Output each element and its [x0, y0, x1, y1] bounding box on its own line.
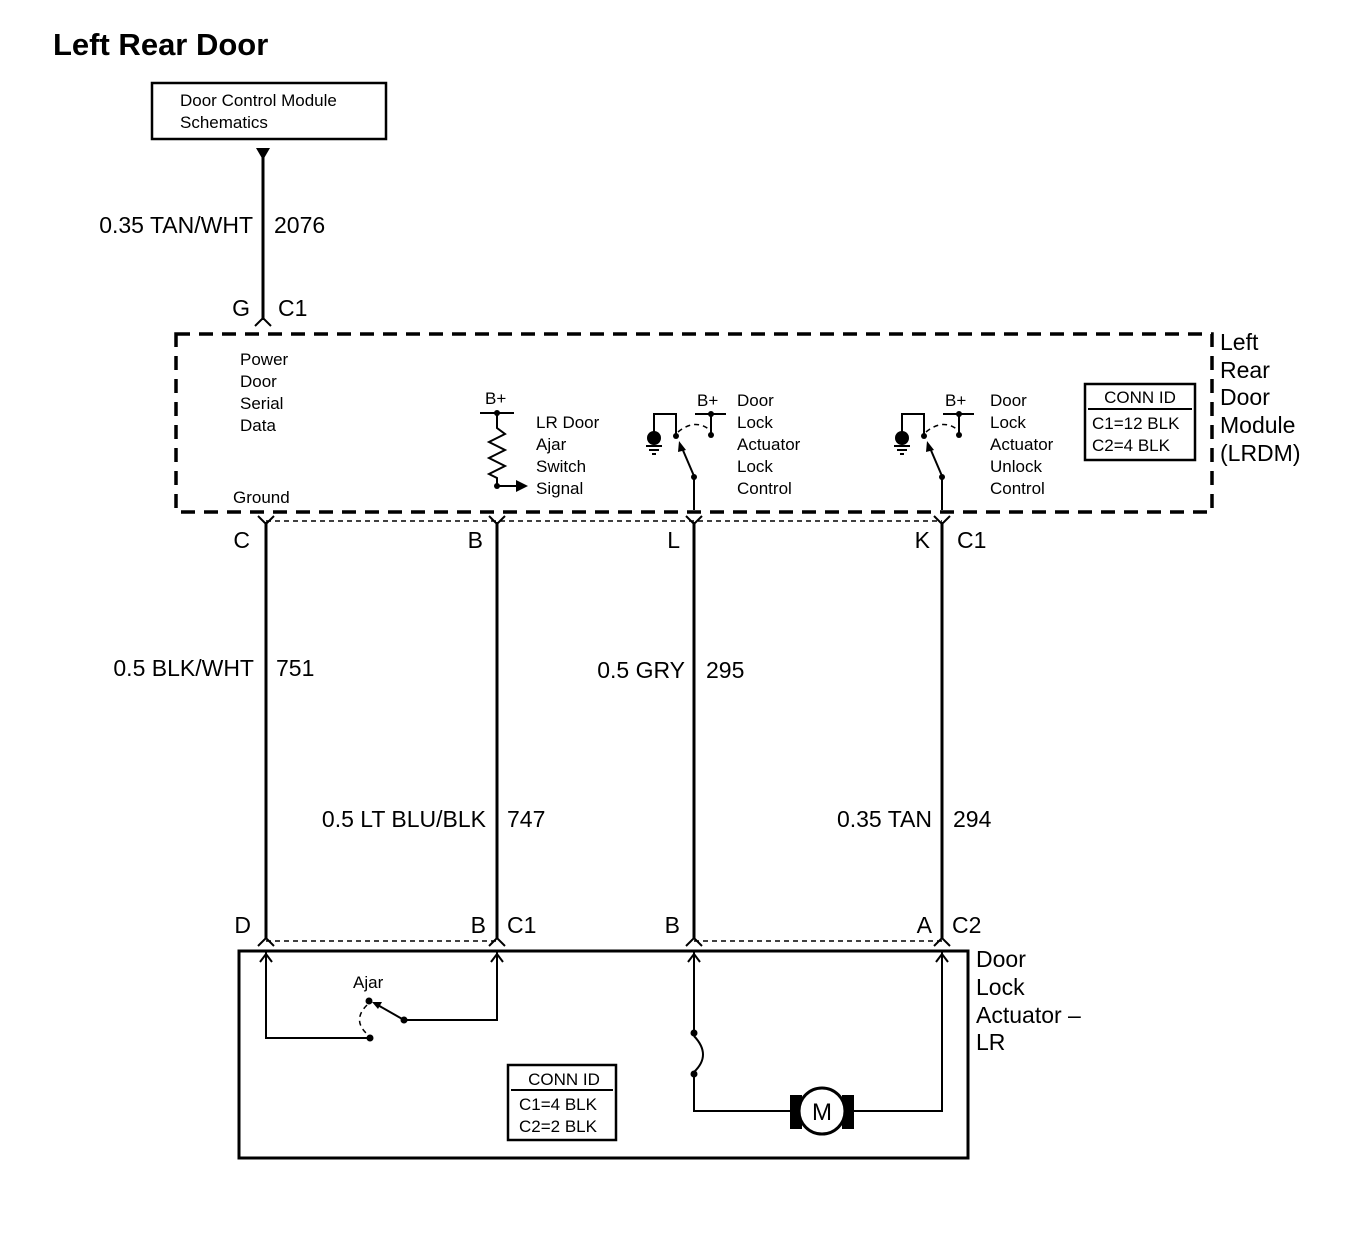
pin-b: B — [468, 527, 483, 553]
svg-text:CONN ID: CONN ID — [528, 1070, 600, 1089]
svg-text:Left: Left — [1220, 329, 1259, 355]
lock-control-label: Door Lock Actuator Lock Control — [737, 391, 801, 498]
pin-a: A — [917, 912, 933, 938]
ajar-label: Ajar — [353, 973, 384, 992]
wire-751-circuit: 751 — [276, 655, 314, 681]
pin-k: K — [915, 527, 931, 553]
svg-text:Lock: Lock — [976, 974, 1025, 1000]
svg-text:Actuator –: Actuator – — [976, 1002, 1081, 1028]
svg-text:Signal: Signal — [536, 479, 583, 498]
wire-294-circuit: 294 — [953, 806, 992, 832]
svg-text:LR Door: LR Door — [536, 413, 600, 432]
svg-text:Serial: Serial — [240, 394, 283, 413]
connector-d-icon — [257, 936, 275, 947]
wire-295-circuit: 295 — [706, 657, 744, 683]
wire-295-color: 0.5 GRY — [597, 657, 685, 683]
wire-2076-color: 0.35 TAN/WHT — [99, 212, 253, 238]
svg-text:Lock: Lock — [737, 413, 773, 432]
actuator-conn-id-table: CONN ID C1=4 BLK C2=2 BLK — [506, 1063, 618, 1142]
svg-text:Lock: Lock — [990, 413, 1026, 432]
svg-text:Door: Door — [990, 391, 1027, 410]
svg-text:Lock: Lock — [737, 457, 773, 476]
svg-text:Actuator: Actuator — [990, 435, 1054, 454]
pin-l: L — [667, 527, 680, 553]
connector-b2-icon — [685, 936, 703, 947]
svg-text:Rear: Rear — [1220, 357, 1270, 383]
actuator-name: Door Lock Actuator – LR — [976, 946, 1081, 1055]
svg-text:Module: Module — [1220, 412, 1295, 438]
svg-text:CONN ID: CONN ID — [1104, 388, 1176, 407]
motor-icon — [797, 1086, 847, 1136]
pin-act-c2: C2 — [952, 912, 981, 938]
lrdm-box — [174, 332, 1214, 514]
svg-text:Door: Door — [976, 946, 1026, 972]
bplus-lock: B+ — [697, 391, 718, 410]
svg-text:C1=12 BLK: C1=12 BLK — [1092, 414, 1180, 433]
pullup-resistor-icon — [486, 413, 508, 486]
pin-c: C — [233, 527, 250, 553]
svg-text:Door: Door — [240, 372, 277, 391]
ground-label: Ground — [233, 488, 290, 507]
svg-text:C2=4 BLK: C2=4 BLK — [1092, 436, 1171, 455]
bplus-unlock: B+ — [945, 391, 966, 410]
serial-data-label: Power Door Serial Data — [240, 350, 289, 435]
svg-text:Door: Door — [1220, 384, 1270, 410]
wire-2076-circuit: 2076 — [274, 212, 325, 238]
pin-top-c1: C1 — [278, 295, 307, 321]
pin-g: G — [232, 295, 250, 321]
wire-751-color: 0.5 BLK/WHT — [113, 655, 254, 681]
diagram-title: Left Rear Door — [53, 27, 268, 62]
lock-relay-switch-icon — [681, 447, 695, 477]
lrdm-name: Left Rear Door Module (LRDM) — [1220, 329, 1301, 466]
actuator-box — [237, 949, 970, 1160]
svg-text:Control: Control — [990, 479, 1045, 498]
bplus-ajar: B+ — [485, 389, 506, 408]
svg-text:Door: Door — [737, 391, 774, 410]
svg-text:Actuator: Actuator — [737, 435, 801, 454]
svg-text:Switch: Switch — [536, 457, 586, 476]
unlock-relay-switch-icon — [929, 447, 943, 477]
dcm-label-line1: Door Control Module — [180, 91, 337, 110]
svg-text:C1=4 BLK: C1=4 BLK — [519, 1095, 598, 1114]
svg-text:(LRDM): (LRDM) — [1220, 440, 1301, 466]
connector-a-icon — [933, 936, 951, 947]
dcm-label-line2: Schematics — [180, 113, 268, 132]
svg-text:Data: Data — [240, 416, 276, 435]
pin-mod-c1: C1 — [957, 527, 986, 553]
pin-act-b2: B — [665, 912, 680, 938]
svg-text:C2=2 BLK: C2=2 BLK — [519, 1117, 598, 1136]
pin-d: D — [234, 912, 251, 938]
connector-g-icon — [254, 316, 272, 327]
unlock-ground-icon — [895, 431, 909, 445]
wire-747-circuit: 747 — [507, 806, 545, 832]
connector-b1-icon — [488, 936, 506, 947]
wire-747-color: 0.5 LT BLU/BLK — [322, 806, 487, 832]
ajar-switch-icon — [375, 1003, 405, 1021]
svg-text:Control: Control — [737, 479, 792, 498]
motor-label: M — [812, 1099, 832, 1126]
lock-ground-icon — [647, 431, 661, 445]
ajar-switch-label: LR Door Ajar Switch Signal — [536, 413, 600, 498]
svg-text:Ajar: Ajar — [536, 435, 567, 454]
unlock-control-label: Door Lock Actuator Unlock Control — [990, 391, 1054, 498]
svg-text:LR: LR — [976, 1029, 1005, 1055]
pin-act-b1: B — [471, 912, 486, 938]
wire-294-color: 0.35 TAN — [837, 806, 932, 832]
svg-text:Power: Power — [240, 350, 289, 369]
signal-arrow-icon — [516, 480, 528, 492]
dcm-schematics-box — [150, 81, 388, 141]
lrdm-conn-id-table: CONN ID C1=12 BLK C2=4 BLK — [1083, 382, 1197, 462]
svg-text:Unlock: Unlock — [990, 457, 1042, 476]
pin-act-c1: C1 — [507, 912, 536, 938]
